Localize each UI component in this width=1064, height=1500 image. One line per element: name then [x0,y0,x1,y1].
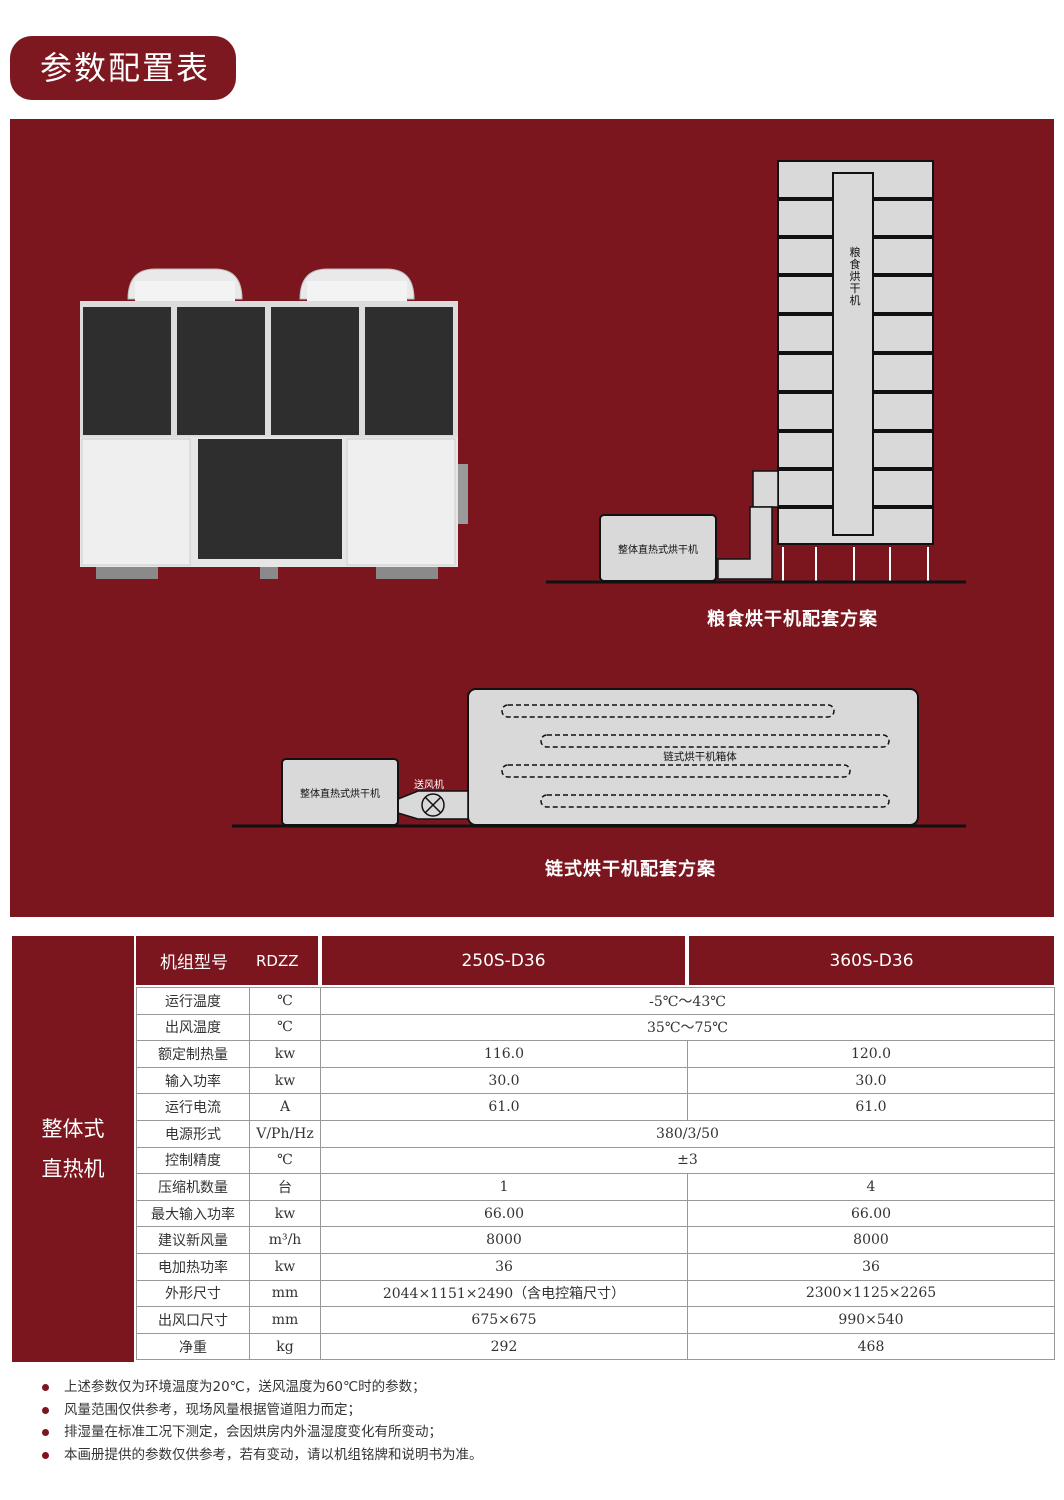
param-value-360s: 468 [687,1332,1055,1361]
grain-tower-label: 粮食烘干机 [849,246,861,307]
category-line-2: 直热机 [41,1157,105,1181]
diagram-panel: 粮食烘干机 整体直热式烘干机 粮食烘干机配套方案 链式烘干机箱体 送风机 整体直… [10,119,1054,917]
param-unit: kw [249,1252,321,1281]
heat-pump-unit-image [80,268,468,579]
param-value-360s: 4 [687,1173,1055,1201]
chain-dryer-box-label: 链式烘干机箱体 [663,751,737,763]
param-unit: ℃ [249,1013,321,1042]
param-name: 控制精度 [136,1146,250,1175]
param-unit: kg [249,1332,321,1361]
param-value-250s: 61.0 [320,1093,688,1121]
grain-dryer-unit-label: 整体直热式烘干机 [618,545,698,556]
param-value-250s: 8000 [320,1226,688,1254]
chain-dryer-scheme [232,688,966,828]
param-name: 压缩机数量 [136,1173,250,1201]
chain-dryer-unit-label: 整体直热式烘干机 [300,789,380,800]
param-name: 出风温度 [136,1013,250,1042]
table-row: 控制精度℃±3 [136,1146,1055,1175]
footnote: 上述参数仅为环境温度为20℃，送风温度为60℃时的参数； [40,1376,483,1399]
param-name: 最大输入功率 [136,1199,250,1228]
param-value-250s: 36 [320,1252,688,1281]
footnote: 本画册提供的参数仅供参考，若有变动，请以机组铭牌和说明书为准。 [40,1444,483,1467]
header-col2: 360S-D36 [689,936,1054,985]
param-unit: mm [249,1306,321,1334]
param-name: 额定制热量 [136,1040,250,1068]
param-unit: kw [249,1040,321,1068]
param-unit: A [249,1093,321,1121]
param-value-250s: 116.0 [320,1040,688,1068]
param-name: 出风口尺寸 [136,1306,250,1334]
param-name: 运行温度 [136,987,250,1015]
param-name: 净重 [136,1332,250,1361]
param-value-360s: 8000 [687,1226,1055,1254]
footnote: 排湿量在标准工况下测定，会因烘房内外温湿度变化有所变动； [40,1421,483,1444]
param-unit: m³/h [249,1226,321,1254]
param-value-360s: 30.0 [687,1066,1055,1095]
table-row: 运行温度℃-5℃～43℃ [136,987,1055,1015]
param-value-360s: 36 [687,1252,1055,1281]
header-model-cell: 机组型号 RDZZ [136,936,318,985]
param-value-merged: 35℃～75℃ [320,1013,1055,1042]
footnotes: 上述参数仅为环境温度为20℃，送风温度为60℃时的参数； 风量范围仅供参考，现场… [40,1376,483,1466]
param-value-250s: 2044×1151×2490（含电控箱尺寸） [320,1279,688,1308]
header-col1: 250S-D36 [322,936,685,985]
param-name: 输入功率 [136,1066,250,1095]
param-value-360s: 120.0 [687,1040,1055,1068]
param-name: 电加热功率 [136,1252,250,1281]
param-value-250s: 292 [320,1332,688,1361]
grain-dryer-scheme [546,160,966,584]
param-name: 建议新风量 [136,1226,250,1254]
param-unit: 台 [249,1173,321,1201]
param-name: 运行电流 [136,1093,250,1121]
param-unit: V/Ph/Hz [249,1119,321,1148]
param-value-360s: 61.0 [687,1093,1055,1121]
param-value-360s: 66.00 [687,1199,1055,1228]
param-unit: kw [249,1066,321,1095]
param-value-250s: 30.0 [320,1066,688,1095]
param-value-360s: 2300×1125×2265 [687,1279,1055,1308]
chain-scheme-caption: 链式烘干机配套方案 [545,859,716,880]
page-title: 参数配置表 [10,36,236,100]
param-value-merged: 380/3/50 [320,1119,1055,1148]
param-value-250s: 675×675 [320,1306,688,1334]
diagram-illustrations [80,160,966,828]
param-unit: mm [249,1279,321,1308]
footnote: 风量范围仅供参考，现场风量根据管道阻力而定； [40,1399,483,1422]
param-value-250s: 66.00 [320,1199,688,1228]
param-unit: ℃ [249,1146,321,1175]
header-model-label: 机组型号 [160,953,228,973]
param-value-merged: ±3 [320,1146,1055,1175]
param-value-250s: 1 [320,1173,688,1201]
spec-table: 整体式 直热机 机组型号 RDZZ 250S-D36 360S-D36 运行温度… [12,936,1055,1362]
param-unit: ℃ [249,987,321,1015]
header-series-label: RDZZ [256,951,299,970]
param-unit: kw [249,1199,321,1228]
chain-fan-label: 送风机 [414,780,444,791]
param-value-360s: 990×540 [687,1306,1055,1334]
param-name: 外形尺寸 [136,1279,250,1308]
param-name: 电源形式 [136,1119,250,1148]
param-value-merged: -5℃～43℃ [320,987,1055,1015]
product-category-label: 整体式 直热机 [12,936,134,1362]
grain-scheme-caption: 粮食烘干机配套方案 [707,609,878,630]
category-line-1: 整体式 [41,1117,105,1141]
